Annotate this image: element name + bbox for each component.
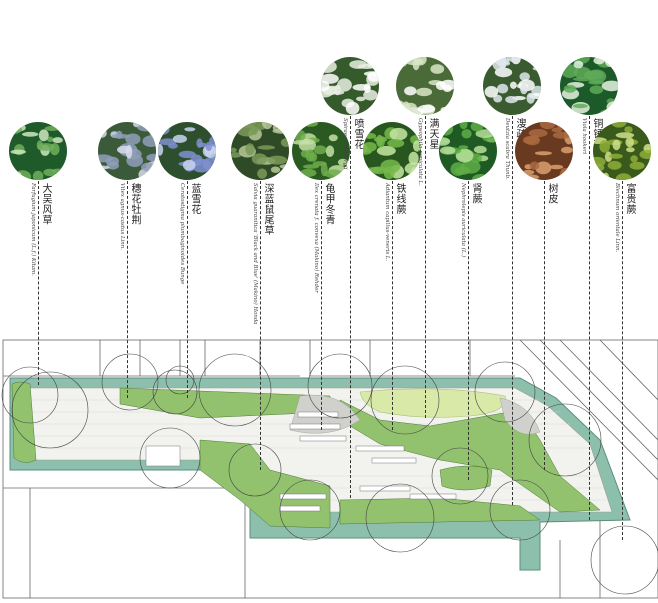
building-outline [2,339,658,599]
lawn [359,388,506,418]
plant-name-cn: 富贵蕨 [624,183,635,215]
plant-photo [9,122,67,180]
plant-name-latin: Blechnum orientale Linn. [614,183,620,253]
plant-photo [396,57,454,115]
canopy-circles [1,353,658,595]
plant-name-cn: 树皮 [546,183,557,204]
plant-name-cn: 深蓝鼠尾草 [262,183,273,236]
leader-line [260,181,261,470]
plant-name-cn: 龟甲冬青 [323,183,334,225]
leader-line [392,181,393,430]
plant-name-cn: 喷雪花 [352,118,363,150]
plant-photo [158,122,216,180]
plant-photo [593,122,651,180]
plant-name-latin: Ilex crenata f. convexa (Makino) Rehder [313,183,319,293]
leader-line [127,181,128,398]
leader-line [321,181,322,430]
plant-name-latin: Nephrolepis auriculata (L.) [460,183,466,258]
plant-name-latin: Viola hookeri [581,118,587,155]
plant-name-latin: Vitex agnus-castus Linn. [119,183,125,250]
plant-name-cn: 蓝雪花 [189,183,200,215]
plant-name-latin: Ceratostigma plumbaginoides Bunge [179,183,185,285]
plant-name-latin: Adiantum capillus-veneris L. [384,183,390,262]
plant-photo [515,122,573,180]
leader-line [622,181,623,540]
leader-line [187,181,188,398]
plant-photo [231,122,289,180]
plant-name-cn: 溲疏 [514,118,525,139]
leader-line [544,181,545,470]
leader-line [350,116,351,498]
leader-line [589,116,590,520]
leader-line [425,116,426,418]
plant-name-latin: Spiraea thunbergii [342,118,348,170]
plant-name-cn: 满天星 [427,118,438,150]
plant-photo [292,122,350,180]
plant-photo [483,57,541,115]
plant-photo [98,122,156,180]
leader-line [468,181,469,480]
plant-photo [560,57,618,115]
plant-name-cn: 铜锤草 [591,118,602,150]
leader-line [38,181,39,385]
plant-name-cn: 肾蕨 [470,183,481,204]
plant-name-latin: Deutzia scabra Thunb. [504,118,510,180]
plant-name-latin: Farfugium japonicum (L.f.) Kitam. [30,183,36,276]
plant-name-cn: 大吴风草 [40,183,51,225]
plant-name-latin: Gypsophila paniculata L. [417,118,423,186]
leader-line [512,116,513,505]
plant-photo [439,122,497,180]
plant-photo [321,57,379,115]
plant-photo [363,122,421,180]
stepping-slabs [145,411,457,512]
plant-name-cn: 铁线蕨 [394,183,405,215]
plant-name-cn: 穗花牡荆 [129,183,140,225]
plant-name-latin: Salvia guaranitica 'Black and Blue' (Mak… [252,183,258,325]
